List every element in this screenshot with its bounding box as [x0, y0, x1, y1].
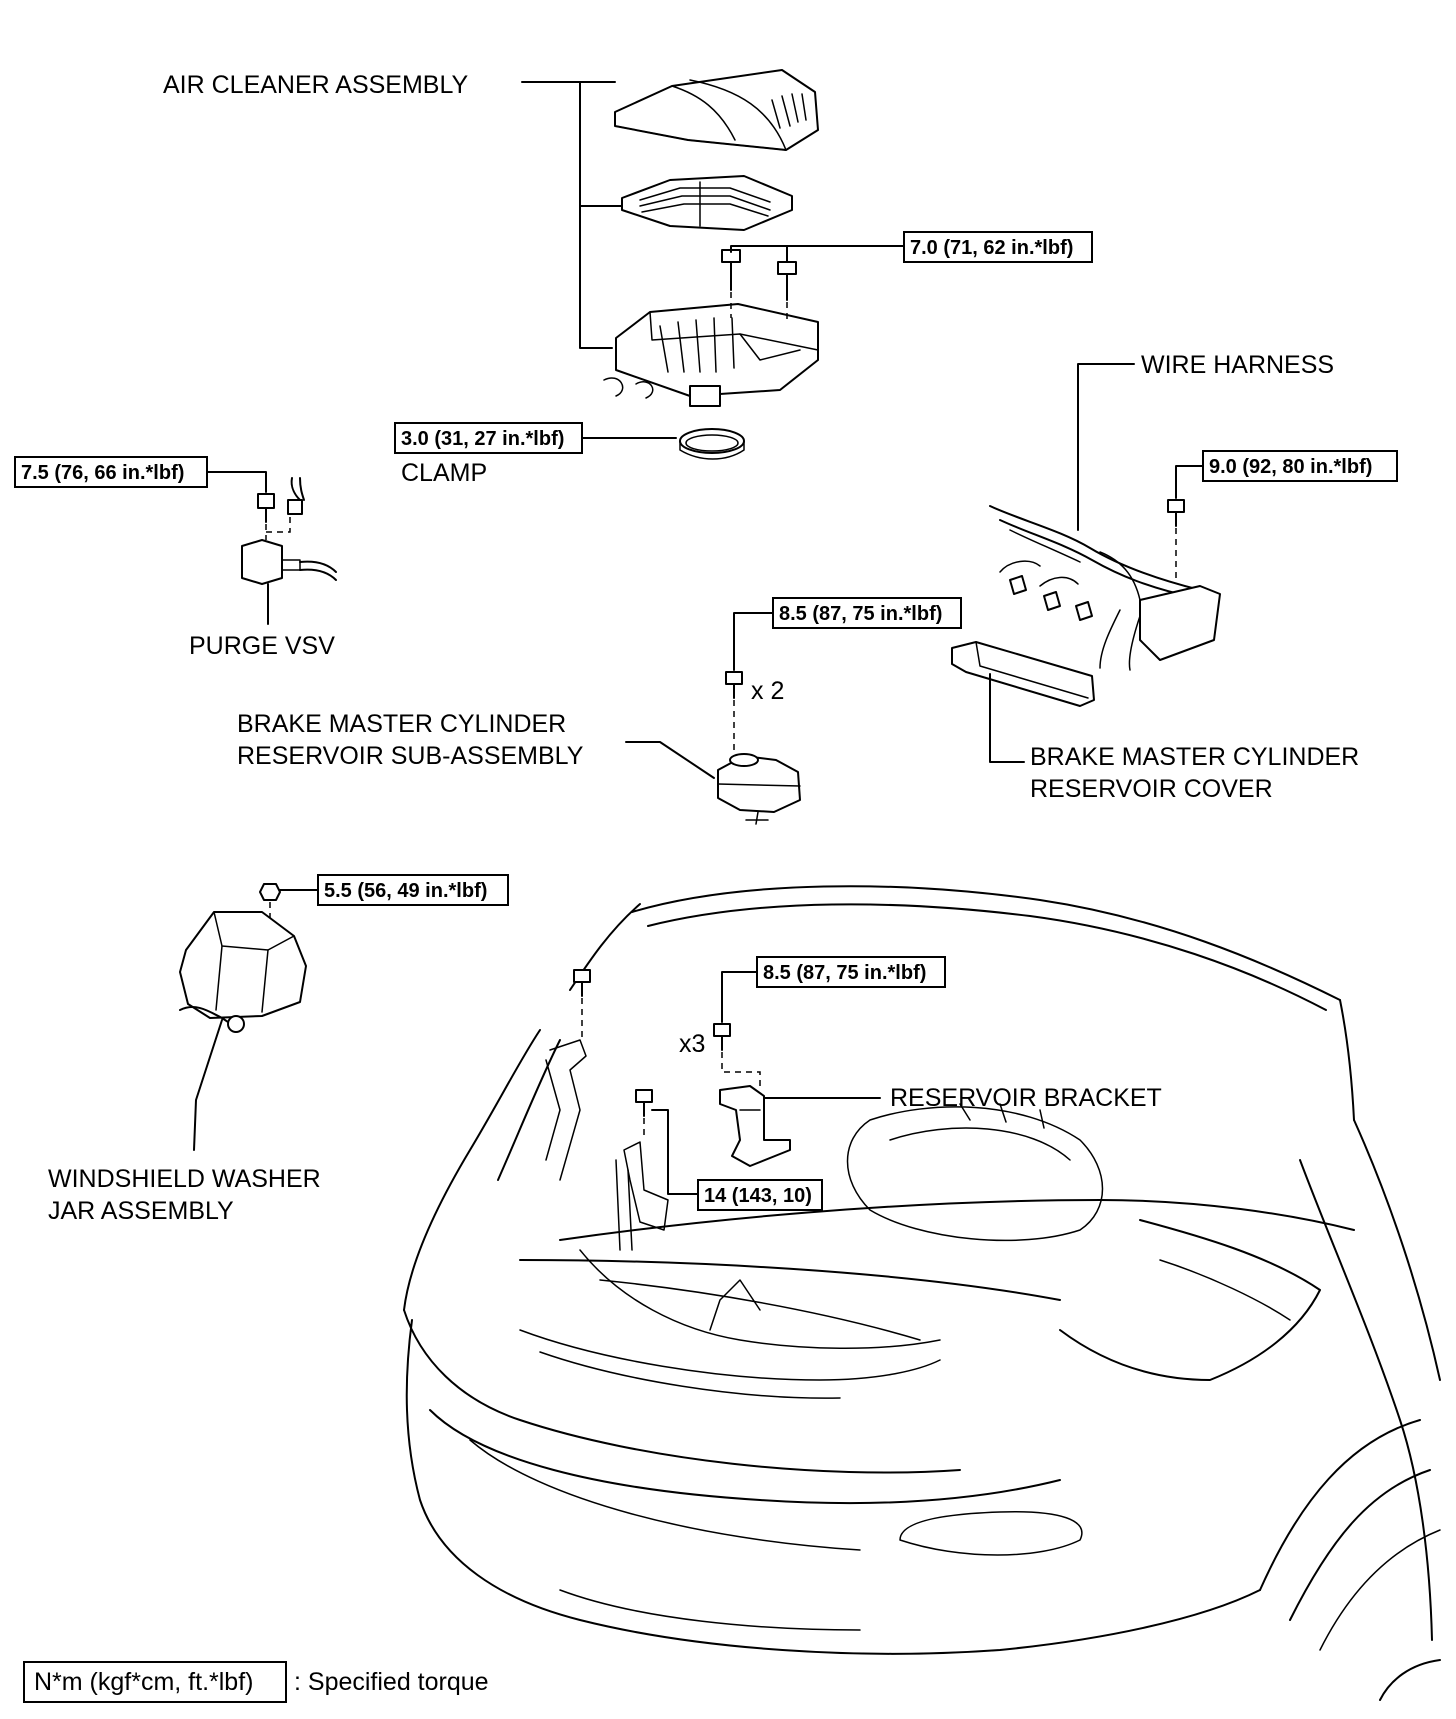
hood-hinge-mount: [545, 969, 591, 1181]
air-cleaner-torque-value: 7.0 (71, 62 in.*lbf): [910, 237, 1073, 259]
purge-vsv-torque-value: 7.5 (76, 66 in.*lbf): [21, 462, 184, 484]
reservoir-part: [717, 671, 801, 825]
wire-harness-torque-value: 9.0 (92, 80 in.*lbf): [1209, 456, 1372, 478]
air-cleaner-bolts: [721, 249, 797, 322]
reservoir-cover-label-line1: BRAKE MASTER CYLINDER: [1030, 743, 1359, 771]
washer-jar-part: [179, 883, 307, 1033]
reservoir-cover-leader: [989, 673, 1025, 763]
washer-jar-label-line1: WINDSHIELD WASHER: [48, 1165, 321, 1193]
reservoir-quantity: x 2: [751, 677, 784, 705]
wire-harness-part: [989, 499, 1221, 671]
bracket-lower-bolt-part: [615, 1089, 669, 1251]
air-cleaner-case: [603, 303, 819, 407]
washer-jar-torque-value: 5.5 (56, 49 in.*lbf): [324, 880, 487, 902]
bracket-lower-torque-leader: [651, 1109, 699, 1195]
air-cleaner-assembly-label: AIR CLEANER ASSEMBLY: [163, 71, 469, 99]
legend-unit-box: [23, 1661, 287, 1703]
washer-jar-label-line2: JAR ASSEMBLY: [48, 1197, 234, 1225]
air-cleaner-torque-leader: [730, 245, 905, 263]
legend-description: : Specified torque: [294, 1668, 489, 1696]
bracket-lower-torque-box: [697, 1179, 823, 1211]
reservoir-bracket-label: RESERVOIR BRACKET: [890, 1084, 1162, 1112]
purge-vsv-label: PURGE VSV: [189, 632, 335, 660]
reservoir-label-line1: BRAKE MASTER CYLINDER: [237, 710, 566, 738]
reservoir-label-line2: RESERVOIR SUB-ASSEMBLY: [237, 742, 584, 770]
air-cleaner-leader: [521, 81, 623, 349]
wire-harness-torque-box: [1202, 450, 1398, 482]
air-cleaner-torque-box: [903, 231, 1093, 263]
wire-harness-label: WIRE HARNESS: [1141, 351, 1334, 379]
bracket-torque-box: [756, 956, 946, 988]
bracket-lower-torque-value: 14 (143, 10): [704, 1185, 812, 1207]
bracket-torque-value: 8.5 (87, 75 in.*lbf): [763, 962, 926, 984]
wire-harness-leader: [1077, 363, 1135, 531]
washer-jar-leader: [193, 1019, 223, 1151]
clamp-part: [679, 428, 745, 460]
purge-vsv-torque-leader: [206, 471, 267, 493]
reservoir-torque-leader: [733, 612, 774, 671]
clamp-torque-box: [394, 422, 583, 454]
wire-harness-torque-leader: [1175, 465, 1204, 499]
legend-unit-text: N*m (kgf*cm, ft.*lbf): [34, 1668, 253, 1696]
vehicle-front-outline: [403, 885, 1441, 1701]
purge-vsv-part: [241, 477, 337, 585]
clamp-torque-value: 3.0 (31, 27 in.*lbf): [401, 428, 564, 450]
reservoir-label-leader: [625, 741, 715, 779]
bracket-torque-leader: [721, 971, 758, 1023]
reservoir-cover-label-line2: RESERVOIR COVER: [1030, 775, 1273, 803]
reservoir-bracket-part: [713, 1023, 791, 1167]
air-filter-element: [621, 175, 793, 231]
reservoir-cover-part: [951, 641, 1095, 707]
reservoir-torque-value: 8.5 (87, 75 in.*lbf): [779, 603, 942, 625]
clamp-label: CLAMP: [401, 459, 487, 487]
air-cleaner-cap: [614, 69, 819, 151]
bracket-quantity: x3: [679, 1030, 705, 1058]
